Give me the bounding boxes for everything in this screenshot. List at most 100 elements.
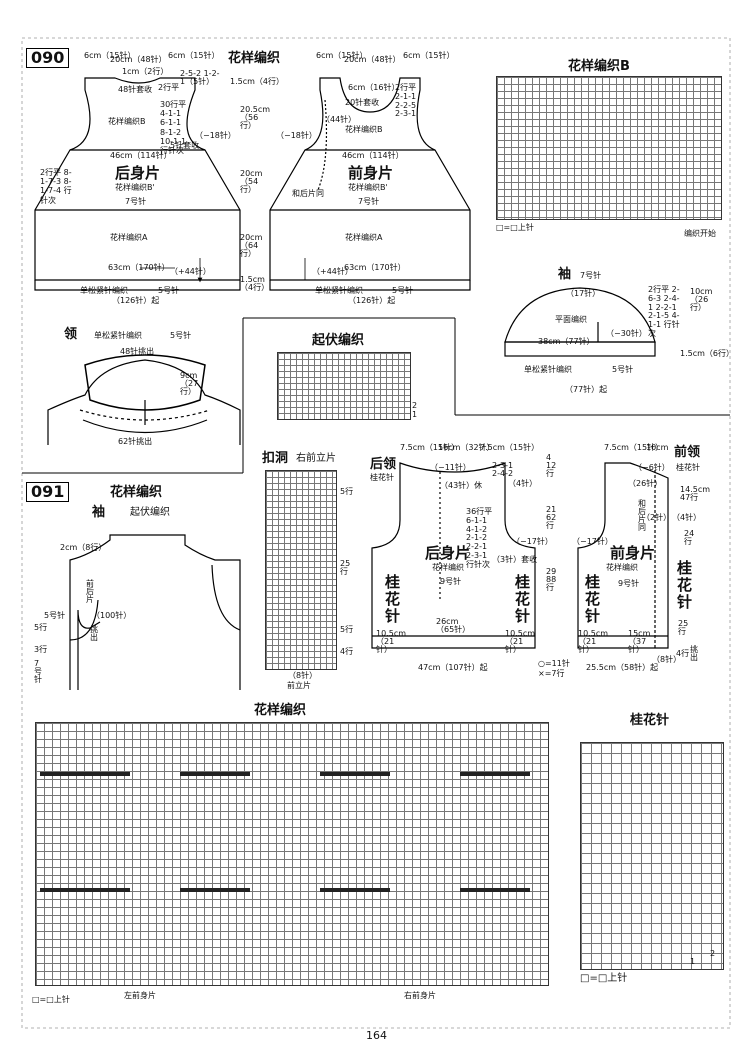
back-neck-minus11: （−11针） — [430, 463, 471, 472]
front-body-091-outline — [577, 462, 669, 649]
front-body-091-needle: 9号针 — [618, 579, 640, 588]
front-piece-outline — [269, 77, 471, 291]
seed-chart-r1: 1 — [690, 957, 696, 966]
back-lower-height: 20cm（64行） — [240, 233, 263, 258]
sleeve-091-rows3: 3行 — [34, 645, 48, 654]
back-neck-rows: 2-5-2 1-2-1（5针） — [180, 69, 220, 86]
page-number: 164 — [366, 1029, 387, 1042]
back-body-091-side-r: 桂花针 — [513, 574, 531, 625]
seed-chart-r2: 2 — [710, 949, 716, 958]
sleeve-090-top: （17针） — [566, 289, 601, 298]
front-shoulder-left: 6cm（15针） — [316, 51, 368, 60]
back-cast-off-48: 48针套收 — [118, 85, 153, 94]
chart-b-legend: □=□上针 — [496, 223, 534, 232]
front-neck-w2: 10cm — [646, 443, 669, 452]
pattern-band — [180, 888, 250, 892]
collar-rib-label: 单松紧针编织 — [94, 331, 142, 340]
back-body-091-h3: 29 88行 — [546, 567, 557, 592]
front-rib-needle: 5号针 — [392, 286, 414, 295]
collar-outline — [47, 354, 241, 445]
front-pattern-a: 花样编织A — [345, 233, 383, 242]
back-rib-height: 1.5cm（4行） — [240, 275, 270, 292]
pattern-band — [180, 772, 250, 776]
back-rib-label: 单松紧针编织 — [80, 286, 128, 295]
front-body-091-pattern: 花样编织 — [606, 563, 638, 572]
buttonhole-r4: 5行 — [340, 625, 354, 634]
front-body-091-plus8: （8针） — [652, 655, 682, 664]
back-neck-w3: 7.5cm（15针） — [480, 443, 540, 452]
big-chart-right-label: 右前身片 — [404, 991, 436, 1000]
collar-height: 9cm（27行） — [180, 371, 199, 396]
pattern-band — [320, 888, 390, 892]
pattern-band — [40, 772, 130, 776]
front-neck-rows26: （26针） — [628, 479, 663, 488]
collar-pick-48: 48针挑出 — [120, 347, 155, 356]
back-body-091-side-l: 桂花针 — [383, 574, 401, 625]
back-body-091-mid: 26cm（65针） — [436, 617, 471, 634]
front-body-091-title: 前身片 — [610, 544, 656, 562]
sleeve-090-needle: 7号针 — [580, 271, 602, 280]
front-body-091-hem-l: 10.5cm（21针） — [578, 629, 609, 654]
back-armhole-height: 20.5cm（56行） — [240, 105, 271, 130]
front-body-091-r25: 25行 — [678, 619, 689, 636]
pattern-title-090: 花样编织 — [228, 51, 281, 66]
back-piece-outline — [34, 77, 241, 291]
legend-cross: ×=7行 — [538, 669, 565, 678]
front-neck-plus2: （2针） — [642, 513, 672, 522]
back-plus44: （+44针） — [170, 267, 211, 276]
big-chart-legend: □=□上针 — [32, 995, 70, 1004]
sleeve-outline-090 — [504, 287, 656, 357]
pattern-band — [460, 772, 530, 776]
sleeve-090-rib-needle: 5号针 — [612, 365, 634, 374]
front-pattern-b: 花样编织B — [345, 125, 383, 134]
seed-row1: 1 — [412, 410, 418, 419]
back-body-091-h1: 4 12行 — [546, 453, 557, 478]
back-shoulder-drop: 1.5cm（4行） — [230, 77, 285, 86]
back-cast-on: （126针）起 — [112, 296, 160, 305]
section-id-091: 091 — [26, 482, 70, 502]
buttonhole-label: 前立片 — [287, 681, 311, 690]
front-shoulder-right: 6cm（15针） — [403, 51, 455, 60]
pattern-band — [40, 888, 130, 892]
collar-title: 领 — [64, 327, 78, 342]
back-neck-rows-r: 2-3-1 2-4-2 — [492, 461, 514, 478]
buttonhole-subtitle: 右前立片 — [296, 453, 336, 464]
back-pattern-a: 花样编织A — [110, 233, 148, 242]
back-pattern-b-prime: 花样编织B' — [115, 183, 155, 192]
sleeve-091-needle7: 7号针 — [34, 659, 42, 684]
back-neck-minus17: （−17针） — [512, 537, 553, 546]
legend-circle: ○=11针 — [538, 659, 570, 668]
front-neck-cast: 20针套收 — [345, 98, 380, 107]
sleeve-091-needle5: 5号针 — [44, 611, 66, 620]
front-inner-width: 6cm（16针） — [348, 83, 400, 92]
sleeve-090-pattern: 平面编织 — [555, 315, 587, 324]
collar-needle: 5号针 — [170, 331, 192, 340]
front-cast-on: （126针）起 — [348, 296, 396, 305]
front-top-width: 20cm（48针） — [344, 55, 401, 64]
front-neck-title: 前领 — [674, 445, 701, 460]
front-armhole-minus: （−18针） — [276, 131, 317, 140]
back-title: 后身片 — [115, 164, 161, 182]
front-same-as-back: 和后片同 — [292, 189, 324, 198]
back-neck-w2: 16cm（32针） — [438, 443, 495, 452]
sleeve-091-pick: 挑出 — [90, 625, 98, 642]
sleeve-090-cast-on: （77针）起 — [565, 385, 608, 394]
back-shoulder-right: 6cm（15针） — [168, 51, 220, 60]
back-neck-sub: 桂花针 — [370, 473, 394, 482]
seed-chart-legend: □=□上针 — [580, 973, 628, 984]
front-body-091-hem-total: 25.5cm（58针）起 — [586, 663, 659, 672]
front-body-091-mid: 15cm（37针） — [628, 629, 651, 654]
sleeve-091-rows5: 5行 — [34, 623, 48, 632]
back-armhole-minus: （−18针） — [195, 131, 236, 140]
back-side-rows: 2行平 8-1-7-3 8-1-7-4 行针次 — [40, 168, 72, 205]
seed-chart-grid — [580, 742, 724, 970]
chart-b-start: 编织开始 — [684, 229, 716, 238]
front-body-091-side-r: 桂花针 — [675, 560, 693, 611]
big-pattern-grid — [35, 722, 549, 986]
big-chart-left-label: 左前身片 — [124, 991, 156, 1000]
front-neck-sub: 桂花针 — [676, 463, 700, 472]
seed-row2: 2 — [412, 401, 418, 410]
back-chest: 46cm（114针） — [110, 151, 172, 160]
sleeve-090-minus: （−30针） — [606, 329, 647, 338]
sleeve-091-stitches: （100针） — [92, 611, 132, 620]
